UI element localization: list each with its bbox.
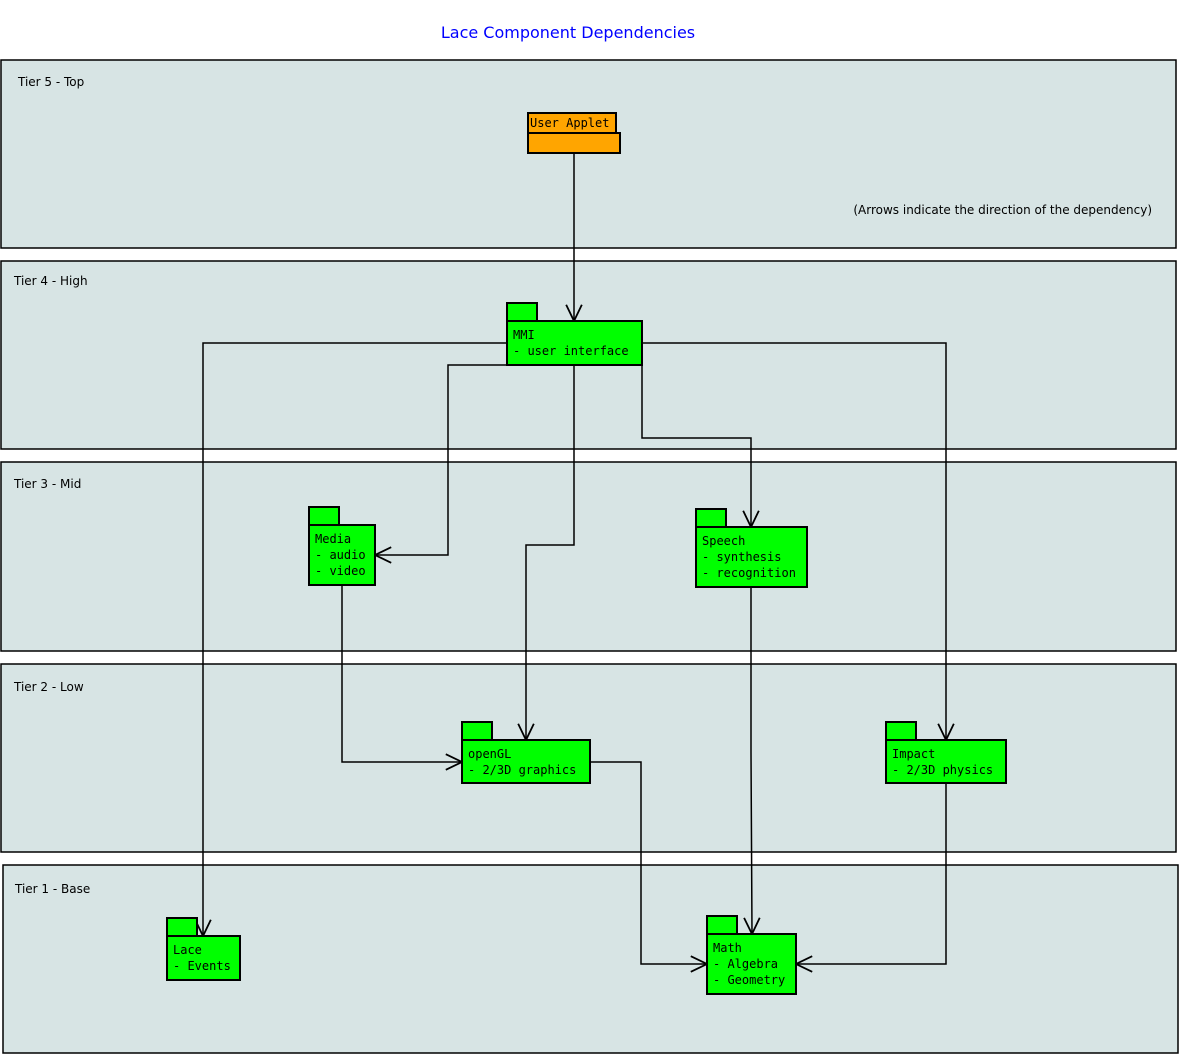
package-detail: - audio <box>315 548 366 562</box>
package-body <box>527 132 621 154</box>
package-detail: - 2/3D graphics <box>468 763 576 777</box>
package-detail: - user interface <box>513 344 629 358</box>
package-name: Speech <box>702 534 745 548</box>
tier-3: Tier 3 - Mid <box>0 461 1177 652</box>
dependency-arrows <box>194 153 955 973</box>
dependency-line <box>525 365 575 740</box>
package-mmi: MMI - user interface <box>506 302 643 366</box>
package-tab <box>308 506 340 526</box>
package-name: openGL <box>468 747 511 761</box>
dependency-line <box>590 761 707 965</box>
package-detail: - synthesis <box>702 550 781 564</box>
package-opengl: openGL - 2/3D graphics <box>461 721 591 784</box>
package-tab <box>166 917 198 937</box>
tier-3-box <box>0 461 1177 652</box>
tier-4-label: Tier 4 - High <box>13 274 88 288</box>
package-body <box>706 933 797 995</box>
package-body <box>885 739 1007 784</box>
package-media: Media - audio - video <box>308 506 376 586</box>
package-body <box>166 935 241 981</box>
dependency-line <box>796 783 947 965</box>
package-detail: - recognition <box>702 566 796 580</box>
package-name: Math <box>713 941 742 955</box>
package-speech: Speech - synthesis - recognition <box>695 508 808 588</box>
package-user-applet: User Applet <box>527 112 621 154</box>
package-math: Math - Algebra - Geometry <box>706 915 797 995</box>
dependency-line <box>202 342 507 936</box>
package-name: User Applet <box>530 116 609 130</box>
package-tab <box>706 915 738 935</box>
package-detail: - video <box>315 564 366 578</box>
dependency-line <box>642 342 947 740</box>
dependency-note: (Arrows indicate the direction of the de… <box>853 203 1152 217</box>
package-name: Lace <box>173 943 202 957</box>
package-detail: - 2/3D physics <box>892 763 993 777</box>
package-lace: Lace - Events <box>166 917 241 981</box>
package-detail: - Geometry <box>713 973 785 987</box>
tier-1-label: Tier 1 - Base <box>14 882 90 896</box>
package-body <box>308 524 376 586</box>
dependency-line <box>641 365 752 527</box>
package-tab <box>885 721 917 741</box>
tier-2-label: Tier 2 - Low <box>13 680 84 694</box>
package-body <box>461 739 591 784</box>
diagram-title: Lace Component Dependencies <box>441 23 695 42</box>
tier-5-label: Tier 5 - Top <box>17 75 84 89</box>
package-name: Media <box>315 532 351 546</box>
package-name: MMI <box>513 328 535 342</box>
dependency-line <box>341 585 462 763</box>
package-detail: - Algebra <box>713 957 778 971</box>
dependency-line <box>750 587 753 935</box>
tier-3-label: Tier 3 - Mid <box>13 477 81 491</box>
package-tab <box>695 508 727 528</box>
package-detail: - Events <box>173 959 231 973</box>
package-tab <box>506 302 538 322</box>
package-name: Impact <box>892 747 935 761</box>
package-tab <box>461 721 493 741</box>
dependency-line <box>375 364 507 556</box>
package-body <box>695 526 808 588</box>
package-body <box>506 320 643 366</box>
package-impact: Impact - 2/3D physics <box>885 721 1007 784</box>
